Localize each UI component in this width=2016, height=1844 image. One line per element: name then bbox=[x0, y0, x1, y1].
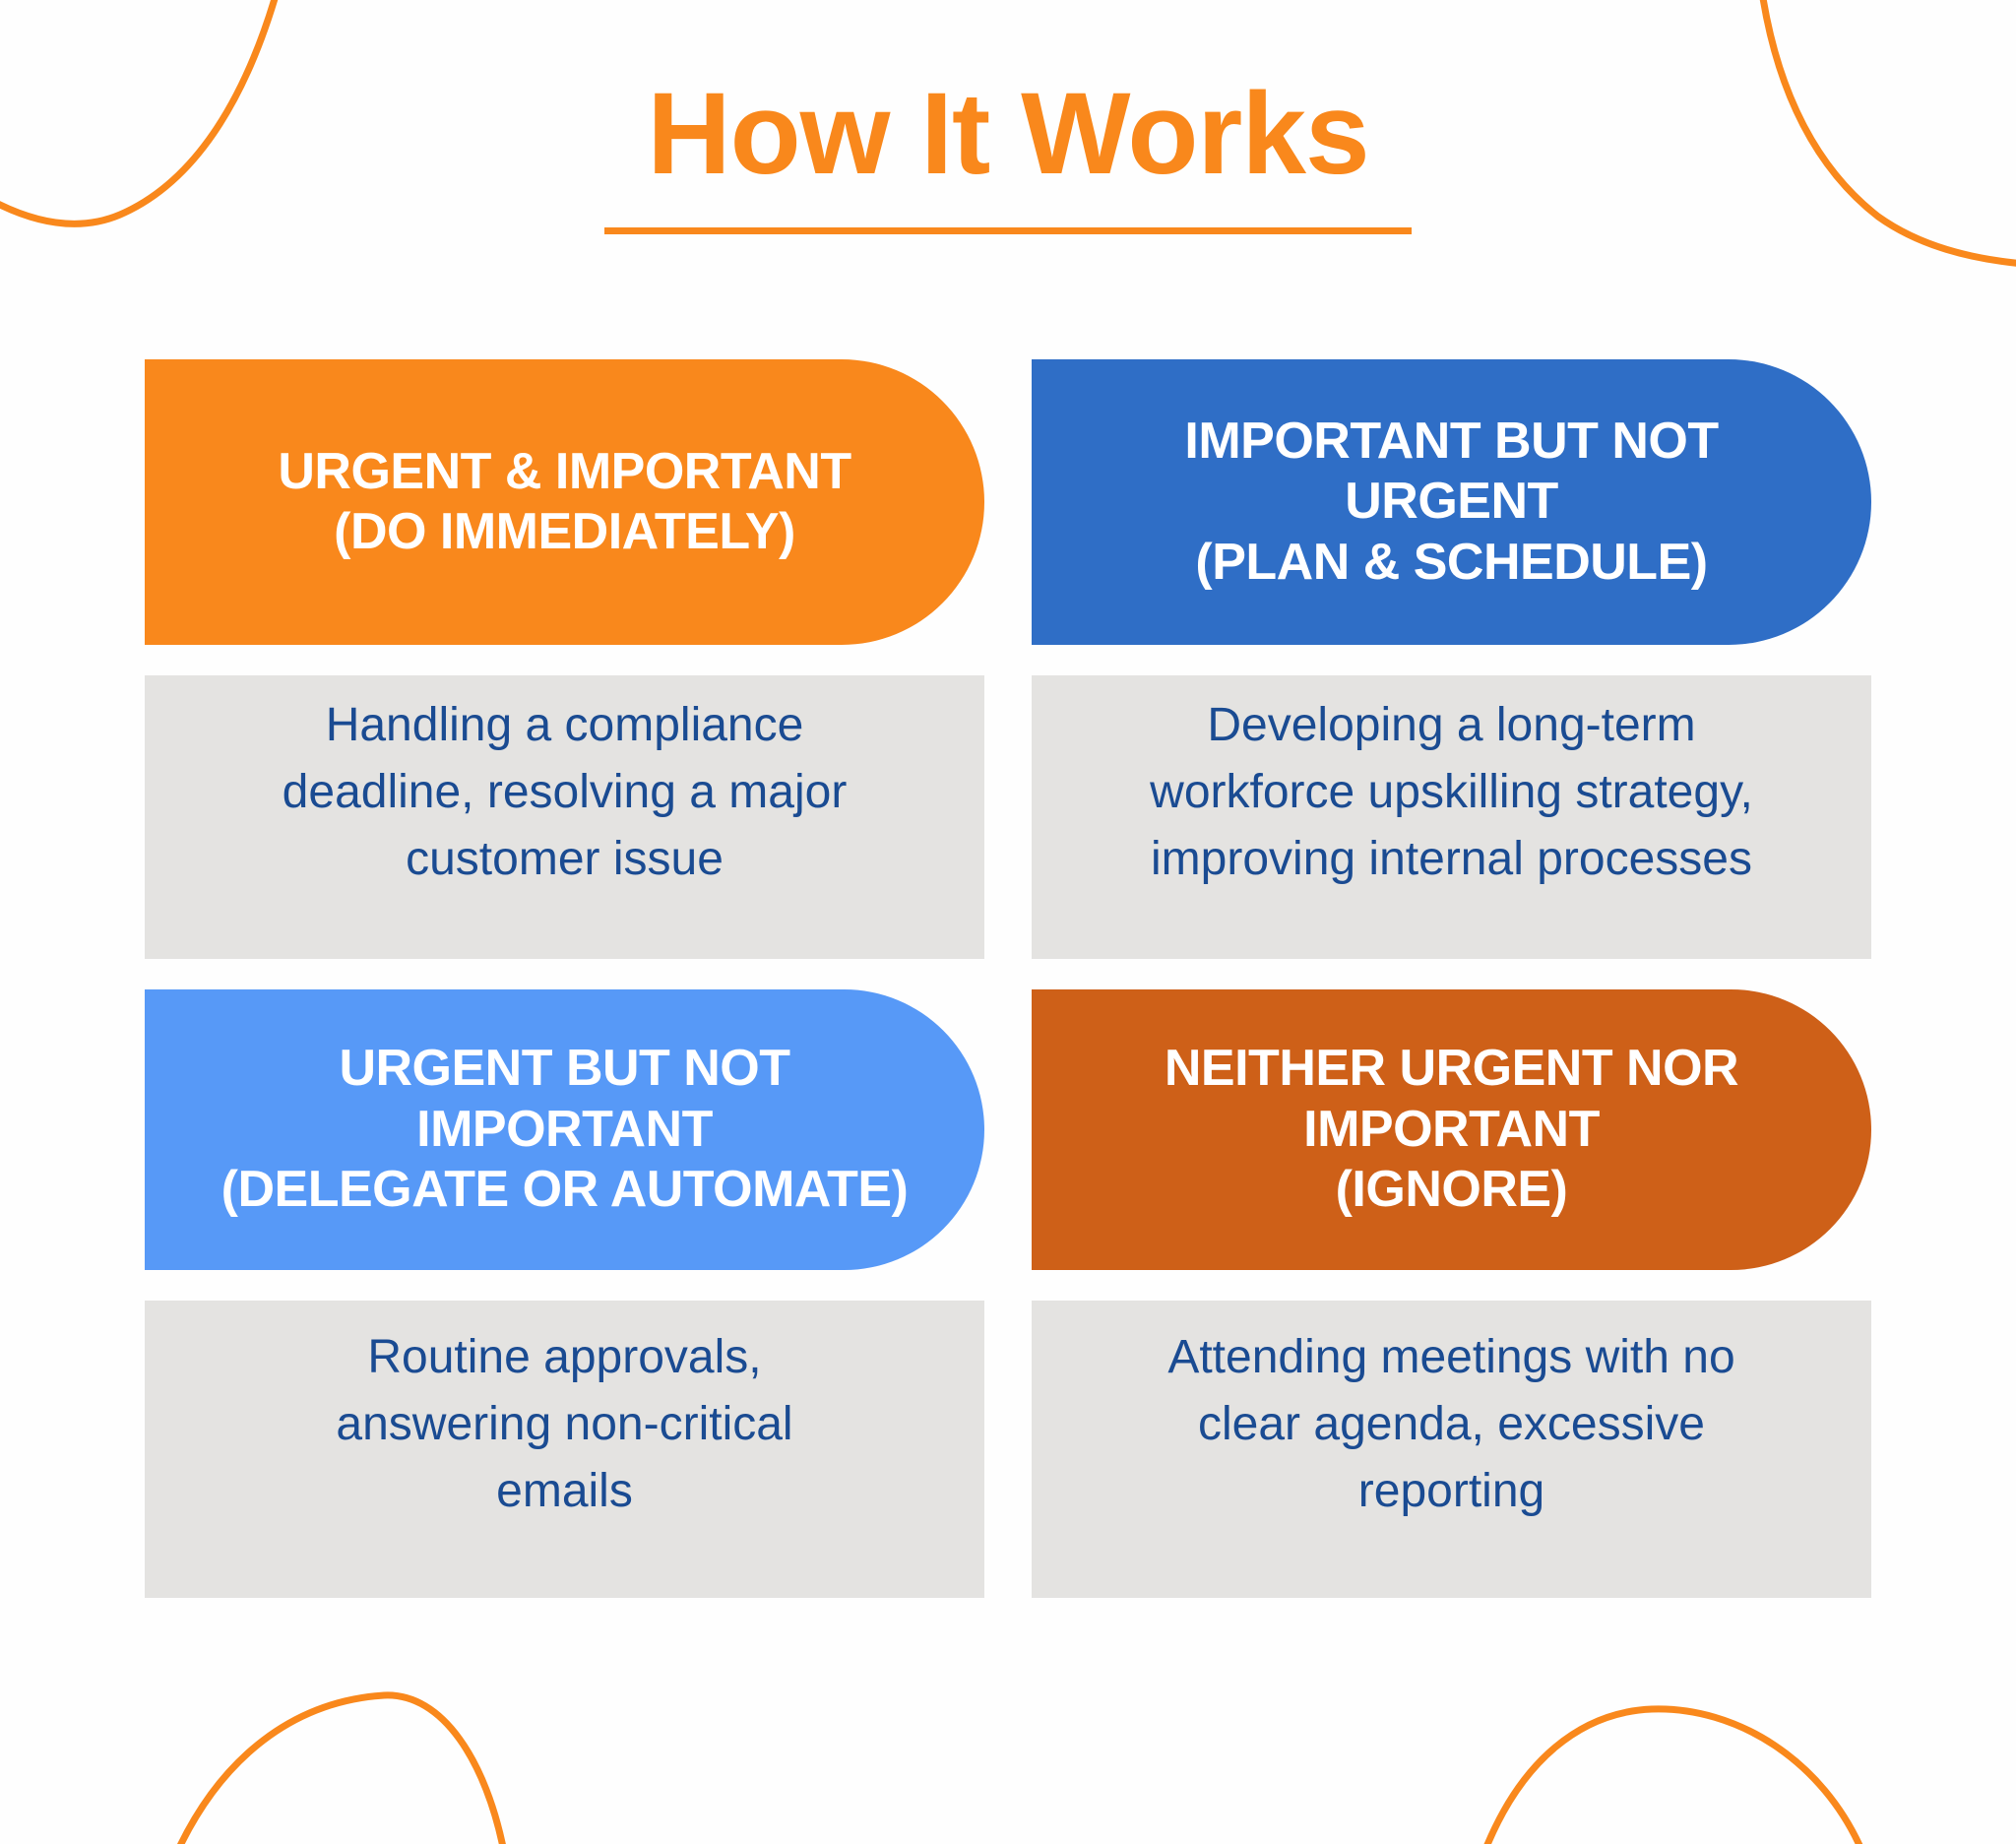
quadrant-grid: URGENT & IMPORTANT (DO IMMEDIATELY) IMPO… bbox=[145, 359, 1871, 1598]
quadrant-example-urgent-not-important: Routine approvals, answering non-critica… bbox=[145, 1301, 984, 1598]
quadrant-example-urgent-important: Handling a compliance deadline, resolvin… bbox=[145, 675, 984, 959]
quadrant-example-neither-urgent-nor-important: Attending meetings with no clear agenda,… bbox=[1032, 1301, 1871, 1598]
quadrant-header-urgent-important: URGENT & IMPORTANT (DO IMMEDIATELY) bbox=[145, 359, 984, 645]
corner-curve-bottom-right bbox=[1483, 1705, 1863, 1844]
page-title: How It Works bbox=[647, 69, 1369, 199]
title-underline bbox=[604, 227, 1412, 234]
quadrant-header-important-not-urgent: IMPORTANT BUT NOT URGENT (PLAN & SCHEDUL… bbox=[1032, 359, 1871, 645]
quadrant-example-important-not-urgent: Developing a long-term workforce upskill… bbox=[1032, 675, 1871, 959]
quadrant-header-neither-urgent-nor-important: NEITHER URGENT NOR IMPORTANT (IGNORE) bbox=[1032, 989, 1871, 1270]
quadrant-header-urgent-not-important: URGENT BUT NOT IMPORTANT (DELEGATE OR AU… bbox=[145, 989, 984, 1270]
corner-curve-bottom-left bbox=[177, 1691, 506, 1844]
